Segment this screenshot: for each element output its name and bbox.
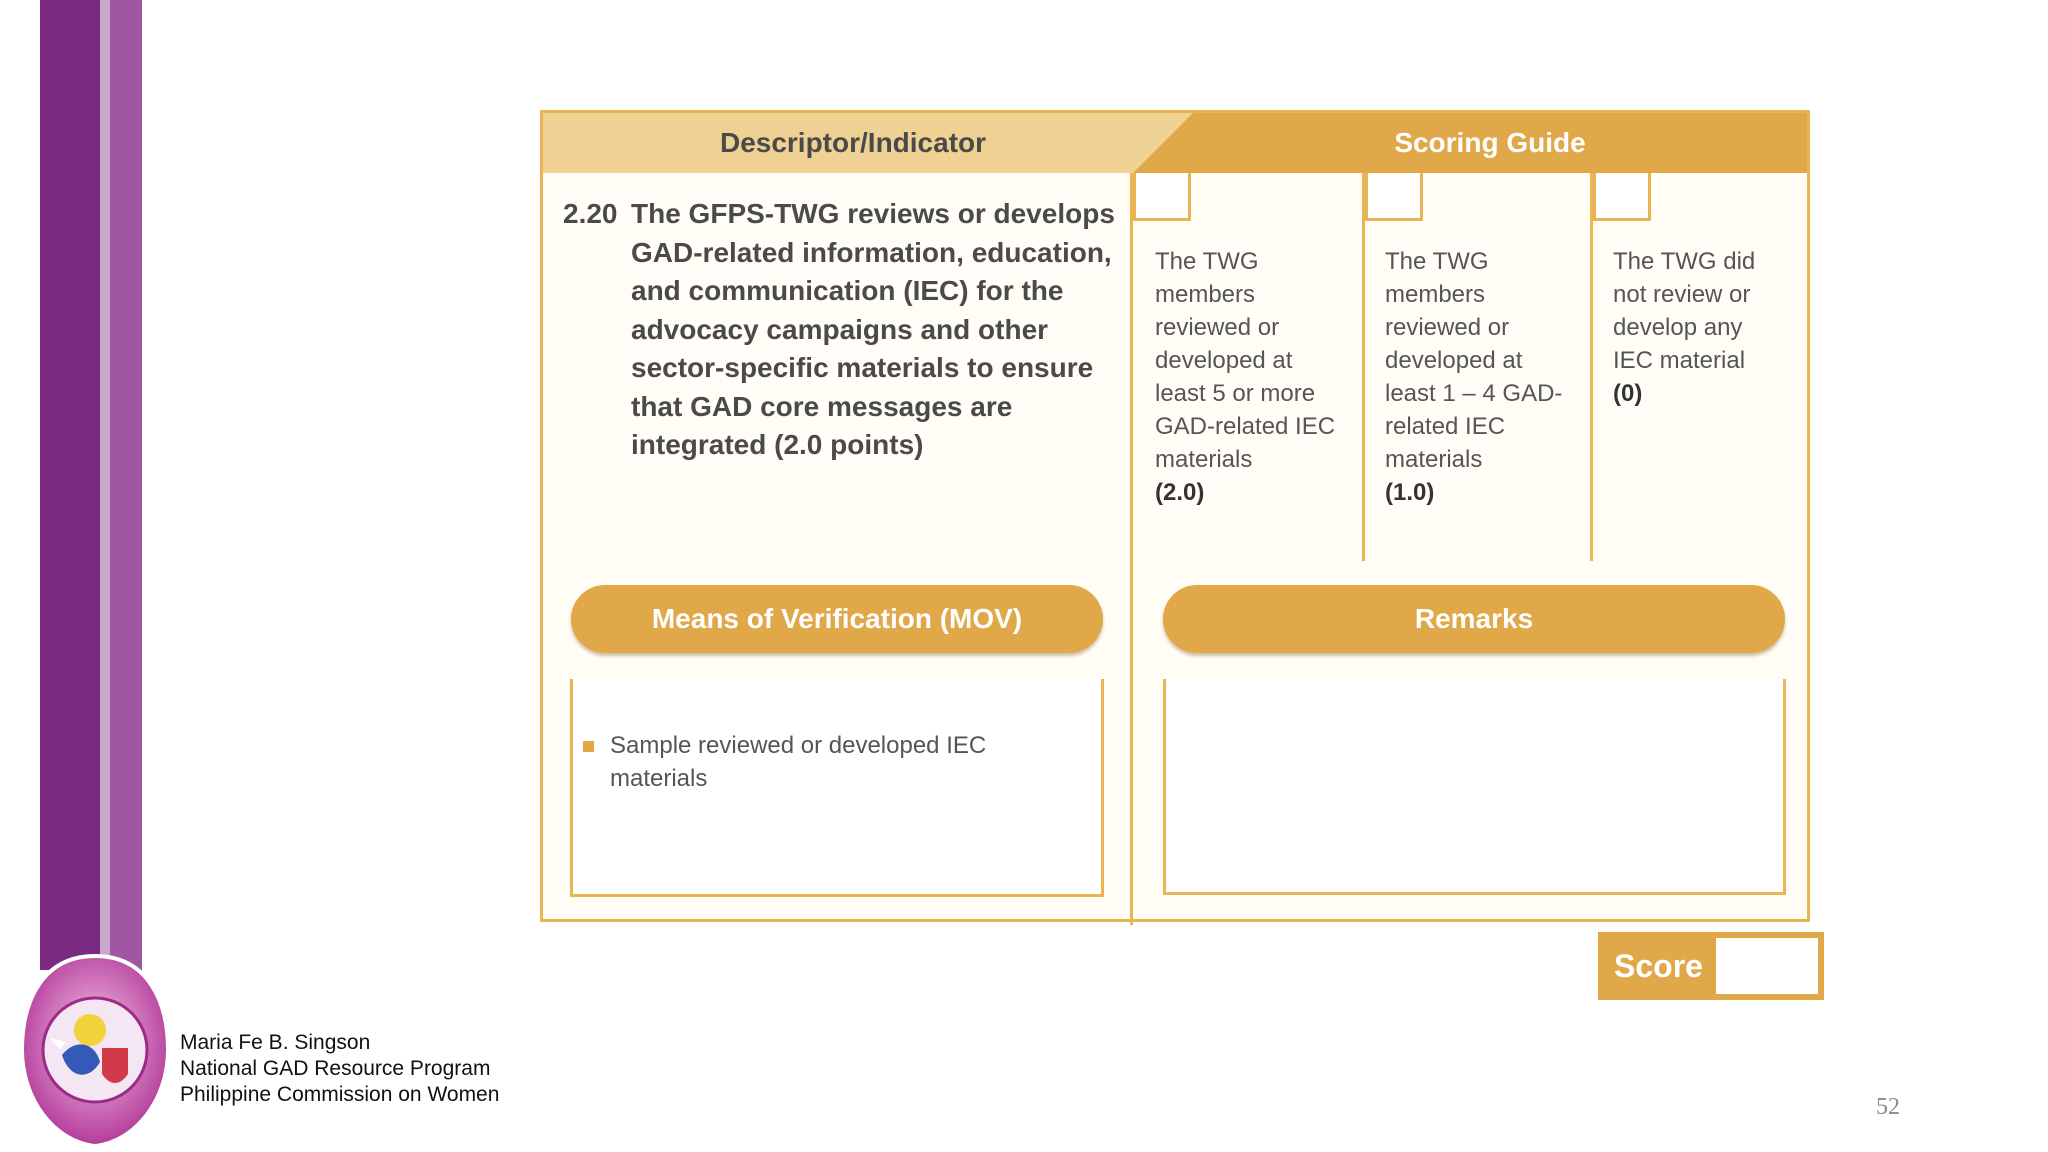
author-block: Maria Fe B. Singson National GAD Resourc… [180,1030,499,1108]
author-program: National GAD Resource Program [180,1057,491,1080]
descriptor-header: Descriptor/Indicator [543,113,1193,173]
scoring-option-3-text: The TWG did not review or develop any IE… [1613,248,1756,374]
scoring-option-3: The TWG did not review or develop any IE… [1613,245,1778,410]
scoring-option-1-points: (2.0) [1155,479,1205,506]
divider-score-2 [1590,173,1593,561]
indicator-block: 2.20 The GFPS-TWG reviews or develops GA… [563,195,1123,465]
indicator-text: The GFPS-TWG reviews or develops GAD-rel… [631,198,1115,460]
pcw-seal-logo [20,953,170,1149]
bullet-icon [583,741,594,752]
score-input[interactable] [1716,938,1818,994]
scoring-option-3-points: (0) [1613,380,1643,407]
scoring-option-2: The TWG members reviewed or developed at… [1385,245,1570,509]
scoring-option-1-text: The TWG members reviewed or developed at… [1155,248,1336,473]
remarks-box[interactable] [1163,679,1786,895]
score-box: Score [1598,932,1824,1000]
page-number: 52 [1876,1094,1900,1120]
score-checkbox-1[interactable] [1133,173,1191,221]
scoring-option-2-points: (1.0) [1385,479,1435,506]
divider-main [1130,173,1133,925]
score-label: Score [1614,947,1703,984]
rubric-card: Descriptor/Indicator Scoring Guide 2.20 … [540,110,1810,925]
left-stripe-dark [40,0,100,970]
divider-score-1 [1362,173,1365,561]
indicator-number: 2.20 [563,198,618,229]
remarks-header: Remarks [1163,585,1785,653]
mov-box [570,679,1104,897]
score-checkbox-3[interactable] [1593,173,1651,221]
scoring-option-1: The TWG members reviewed or developed at… [1155,245,1340,509]
author-org: Philippine Commission on Women [180,1083,500,1106]
mov-header: Means of Verification (MOV) [571,585,1103,653]
mov-item: Sample reviewed or developed IEC materia… [583,729,1033,795]
scoring-guide-header: Scoring Guide [1133,113,1807,173]
scoring-option-2-text: The TWG members reviewed or developed at… [1385,248,1563,473]
author-name: Maria Fe B. Singson [180,1031,371,1054]
left-stripe-thin [100,0,110,990]
left-stripe-light [110,0,142,1000]
score-checkbox-2[interactable] [1365,173,1423,221]
mov-item-text: Sample reviewed or developed IEC materia… [610,732,987,792]
